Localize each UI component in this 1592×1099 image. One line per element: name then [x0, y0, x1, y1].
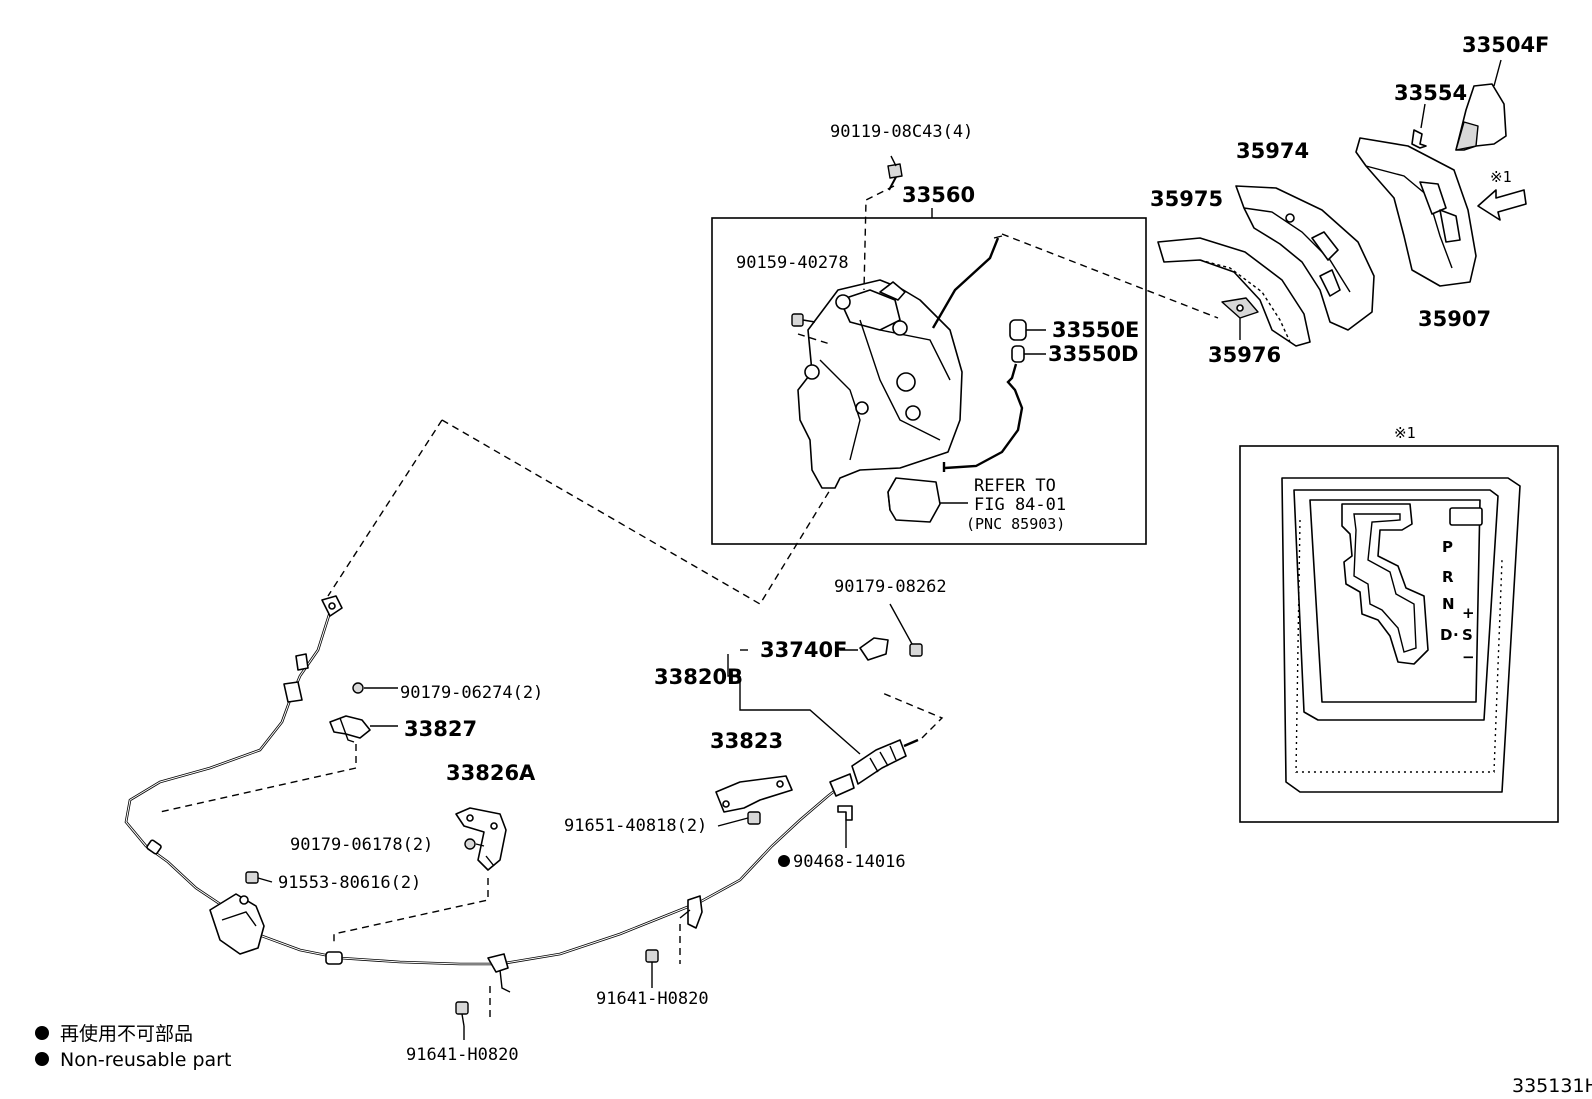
label-35976: 35976	[1208, 343, 1281, 367]
gear-S: S	[1462, 626, 1473, 644]
label-33560: 33560	[902, 183, 975, 207]
legend-dot-2	[35, 1052, 49, 1066]
legend-dot-1	[35, 1026, 49, 1040]
bolt-90119	[887, 155, 903, 191]
knob-33504F	[1455, 59, 1507, 151]
cable-holder-left	[146, 839, 265, 955]
assembly-box-33560	[711, 217, 1147, 545]
label-91641-b: 91641-H0820	[596, 989, 709, 1009]
label-91651: 91651-40818(2)	[564, 816, 707, 836]
bezel-35907	[1355, 137, 1477, 287]
label-33550D: 33550D	[1048, 342, 1139, 366]
label-35975: 35975	[1150, 187, 1223, 211]
gear-plus: +	[1462, 604, 1475, 622]
label-refer-3: (PNC 85903)	[966, 515, 1065, 533]
non-reusable-dot-90468	[778, 855, 790, 867]
label-35907: 35907	[1418, 307, 1491, 331]
label-90468: 90468-14016	[793, 852, 906, 872]
shift-gate-panel	[1281, 477, 1521, 793]
bolt-90159	[791, 313, 816, 327]
ref-mark-arrow: ※1	[1490, 168, 1512, 186]
shift-lever-bracket	[797, 235, 1003, 489]
label-90159: 90159-40278	[736, 253, 849, 273]
label-33820B: 33820B	[654, 665, 743, 689]
label-refer-1: REFER TO	[974, 476, 1056, 496]
label-35974: 35974	[1236, 139, 1309, 163]
legend-en: Non-reusable part	[60, 1049, 231, 1071]
label-33740F: 33740F	[760, 638, 847, 662]
label-90179-06178: 90179-06178(2)	[290, 835, 433, 855]
gear-R: R	[1442, 568, 1454, 586]
clip-90468	[837, 805, 853, 848]
gear-D: D	[1440, 626, 1452, 644]
harness-33550	[942, 319, 1046, 472]
cable-end-33820B	[829, 738, 919, 797]
label-33823: 33823	[710, 729, 783, 753]
bracket-33826A	[455, 807, 507, 871]
bracket-33827	[329, 682, 398, 743]
view-arrow	[1477, 189, 1527, 221]
gear-N: N	[1442, 595, 1455, 613]
cable-end-upper	[283, 595, 343, 703]
gear-minus: −	[1462, 648, 1475, 666]
bolt-91641-b	[645, 949, 659, 988]
panel-35974	[1235, 185, 1375, 331]
slide-plate-35975	[1157, 237, 1311, 347]
cable-clamp-right	[679, 895, 703, 929]
joint-33740F	[859, 603, 923, 661]
figure-id: 335131H	[1512, 1075, 1592, 1097]
label-33826A: 33826A	[446, 761, 536, 785]
label-33550E: 33550E	[1052, 318, 1139, 342]
indicator-35976	[1221, 297, 1259, 340]
bolt-91553	[245, 871, 273, 884]
label-33827: 33827	[404, 717, 477, 741]
legend-jp: 再使用不可部品	[60, 1023, 193, 1045]
label-91553: 91553-80616(2)	[278, 873, 421, 893]
gear-dot: ·	[1453, 626, 1459, 644]
label-refer-2: FIG 84-01	[974, 495, 1066, 515]
switch-block	[887, 477, 968, 523]
gear-P: P	[1442, 538, 1453, 556]
clip-33554	[1411, 103, 1427, 149]
label-91641-a: 91641-H0820	[406, 1045, 519, 1065]
label-90119: 90119-08C43(4)	[830, 122, 973, 142]
cable-clamp-center	[325, 951, 511, 993]
bolt-91641-a	[455, 1001, 469, 1040]
label-90179-08262: 90179-08262	[834, 577, 947, 597]
label-90179-06274: 90179-06274(2)	[400, 683, 543, 703]
ref-mark-inset: ※1	[1394, 424, 1416, 442]
bolt-91651	[717, 811, 761, 827]
label-33554: 33554	[1394, 81, 1467, 105]
inset-box-shift-gate	[1239, 445, 1559, 823]
label-33504F: 33504F	[1462, 33, 1549, 57]
bracket-33823	[715, 775, 793, 813]
